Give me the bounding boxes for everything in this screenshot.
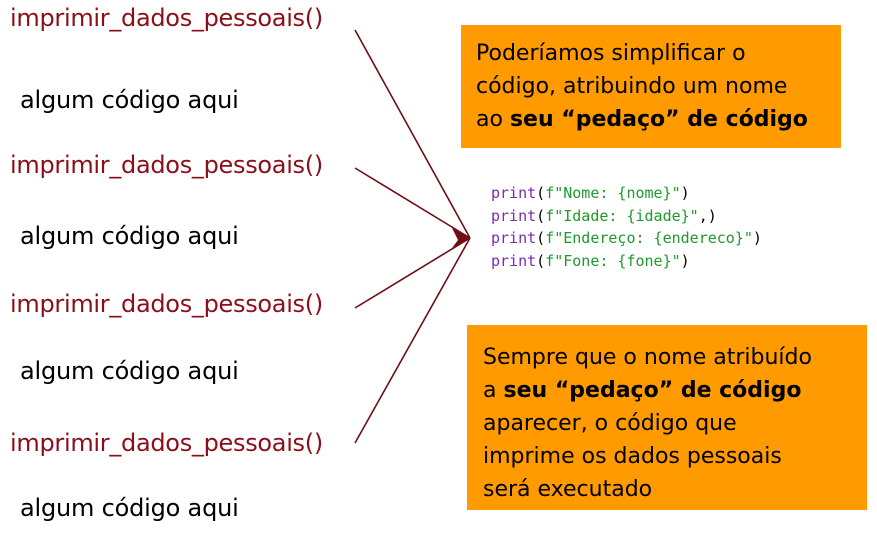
arrow-3 xyxy=(354,237,471,309)
note-execution-line-2-prefix: a xyxy=(483,378,504,403)
code-keyword: print xyxy=(491,251,537,270)
note-execution: Sempre que o nome atribuído a seu “pedaç… xyxy=(467,325,867,510)
code-placeholder-2: algum código aqui xyxy=(20,222,239,250)
function-call-3: imprimir_dados_pessoais() xyxy=(10,290,323,318)
note-execution-line-2: a seu “pedaço” de código xyxy=(483,374,853,407)
code-line: print(f"Idade: {idade}",) xyxy=(491,205,762,228)
note-execution-line-5: será executado xyxy=(483,477,653,502)
function-call-4: imprimir_dados_pessoais() xyxy=(10,429,323,457)
code-paren: ) xyxy=(680,251,690,270)
function-call-1: imprimir_dados_pessoais() xyxy=(10,4,323,32)
code-paren: ( xyxy=(536,206,546,225)
code-paren: ( xyxy=(536,251,546,270)
code-keyword: print xyxy=(491,206,537,225)
arrow-2 xyxy=(354,167,471,239)
code-paren: ( xyxy=(536,229,546,247)
note-execution-bold: seu “pedaço” de código xyxy=(503,378,802,403)
note-simplify-line-3: ao seu “pedaço” de código xyxy=(476,103,827,136)
function-call-2: imprimir_dados_pessoais() xyxy=(10,151,323,179)
note-simplify-bold: seu “pedaço” de código xyxy=(509,107,808,132)
note-execution-line-1: Sempre que o nome atribuído xyxy=(483,345,812,370)
arrowhead xyxy=(452,228,470,248)
code-placeholder-4: algum código aqui xyxy=(20,494,239,522)
code-line: print(f"Endereço: {endereco}") xyxy=(491,227,762,250)
note-execution-line-3: aparecer, o código que xyxy=(483,411,737,436)
arrow-4 xyxy=(354,237,471,444)
code-paren: ) xyxy=(752,229,762,247)
note-simplify-line-3-prefix: ao xyxy=(476,107,510,132)
note-simplify-line-1: Poderíamos simplificar o xyxy=(476,41,746,66)
code-paren: ) xyxy=(680,184,690,202)
code-string: f"Fone: {fone}" xyxy=(545,251,681,270)
code-line: print(f"Nome: {nome}") xyxy=(491,182,762,205)
code-block: print(f"Nome: {nome}") print(f"Idade: {i… xyxy=(491,182,762,272)
code-string: f"Endereço: {endereco}" xyxy=(545,229,753,247)
code-keyword: print xyxy=(491,229,537,247)
code-keyword: print xyxy=(491,184,537,202)
code-placeholder-1: algum código aqui xyxy=(20,86,239,114)
code-string: f"Idade: {idade}" xyxy=(545,206,699,225)
code-string: f"Nome: {nome}" xyxy=(545,184,681,202)
code-placeholder-3: algum código aqui xyxy=(20,357,239,385)
note-simplify-line-2: código, atribuindo um nome xyxy=(476,74,788,99)
code-paren: ,) xyxy=(698,206,717,225)
note-execution-line-4: imprime os dados pessoais xyxy=(483,444,782,469)
arrow-1 xyxy=(354,29,471,239)
note-simplify: Poderíamos simplificar o código, atribui… xyxy=(461,25,841,148)
code-paren: ( xyxy=(536,184,546,202)
code-line: print(f"Fone: {fone}") xyxy=(491,250,762,273)
